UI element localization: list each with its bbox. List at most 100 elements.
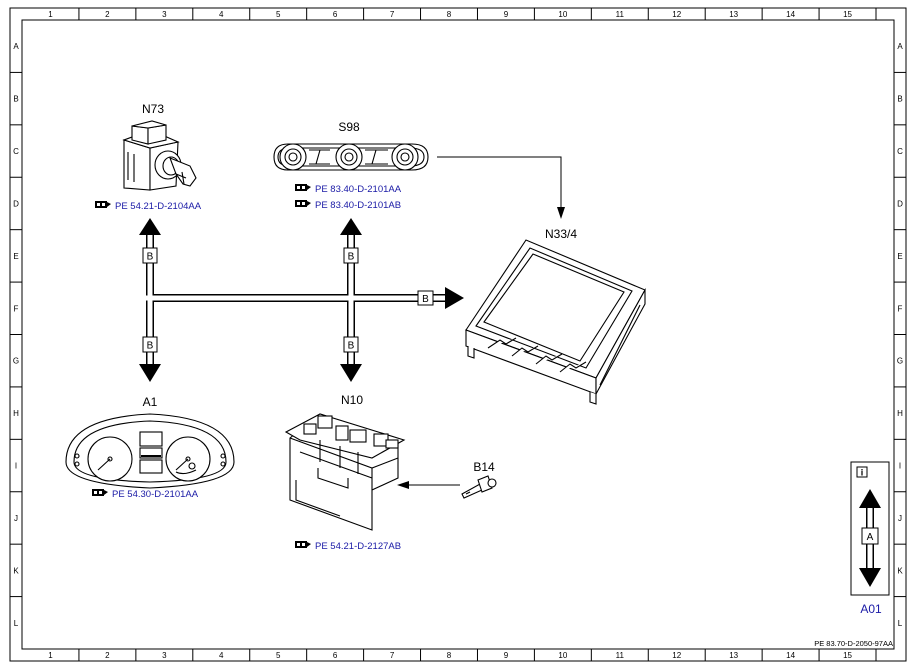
- ruler-col-top: 9: [504, 10, 509, 19]
- ruler-row-right: K: [897, 566, 903, 575]
- ruler-row-right: J: [898, 514, 902, 523]
- ruler-col-top: 5: [276, 10, 281, 19]
- ref-text-n10: PE 54.21-D-2127AB: [315, 541, 401, 552]
- ruler-col-top: 1: [48, 10, 53, 19]
- ruler-row-left: G: [13, 357, 19, 366]
- book-ref-icon: [295, 184, 311, 191]
- ruler-col-top: 11: [616, 10, 625, 19]
- s98-switch-panel-icon: [273, 143, 429, 171]
- ruler-col-top: 10: [558, 10, 567, 19]
- legend-arrow-down: [859, 568, 881, 587]
- ruler-col-bottom: 1: [48, 651, 53, 660]
- component-label-n73: N73: [142, 102, 164, 116]
- ref-text-n73: PE 54.21-D-2104AA: [115, 201, 202, 212]
- ref-link-s98-2[interactable]: PE 83.40-D-2101AB: [295, 200, 401, 211]
- legend-arrow-up: [859, 489, 881, 508]
- ref-text-s98-1: PE 83.40-D-2101AA: [315, 184, 402, 195]
- ruler-col-top: 6: [333, 10, 338, 19]
- ruler-col-top: 3: [162, 10, 167, 19]
- bus-label-box: B: [343, 247, 359, 264]
- bus-label-box: B: [142, 336, 158, 353]
- bus-label-text: B: [348, 252, 355, 263]
- bus-label-box: B: [142, 247, 158, 264]
- book-ref-icon: [95, 201, 111, 208]
- ruler-row-left: F: [14, 304, 19, 313]
- ruler-col-bottom: 13: [729, 651, 738, 660]
- ruler-col-bottom: 5: [276, 651, 281, 660]
- ruler-row-right: F: [898, 304, 903, 313]
- arrow-down-n10: [340, 364, 362, 382]
- ruler-row-left: A: [13, 42, 19, 51]
- arrow-up-n73: [139, 218, 161, 235]
- ruler-col-bottom: 10: [558, 651, 567, 660]
- arrow-right-n33: [445, 287, 464, 309]
- ruler-col-top: 8: [447, 10, 452, 19]
- ref-text-s98-2: PE 83.40-D-2101AB: [315, 200, 401, 211]
- ruler-col-top: 12: [672, 10, 681, 19]
- ruler-col-bottom: 9: [504, 651, 509, 660]
- ruler-row-left: B: [13, 95, 18, 104]
- document-id: PE 83.70-D-2050-97AA: [814, 639, 893, 648]
- ruler-row-right: E: [897, 252, 902, 261]
- ruler-row-left: L: [14, 619, 19, 628]
- ruler-row-right: D: [897, 199, 903, 208]
- ruler-col-bottom: 8: [447, 651, 452, 660]
- legend-bus-label: A: [867, 532, 874, 543]
- ruler-row-left: C: [13, 147, 19, 156]
- ref-link-n10[interactable]: PE 54.21-D-2127AB: [295, 541, 401, 552]
- ruler-col-bottom: 7: [390, 651, 395, 660]
- info-glyph: i: [861, 468, 864, 478]
- component-label-n33-4: N33/4: [545, 227, 577, 241]
- ruler-col-bottom: 11: [616, 651, 625, 660]
- info-icon[interactable]: i: [856, 466, 868, 478]
- ruler-col-bottom: 14: [786, 651, 795, 660]
- arrow-down-a1: [139, 364, 161, 382]
- component-label-s98: S98: [338, 120, 360, 134]
- bus-label-box: B: [343, 336, 359, 353]
- ruler-col-bottom: 2: [105, 651, 110, 660]
- ruler-row-left: E: [13, 252, 18, 261]
- ruler-col-top: 7: [390, 10, 395, 19]
- n10-fuse-relay-module-icon: [284, 413, 406, 531]
- b14-temperature-sensor-icon: [461, 475, 497, 499]
- ruler-col-bottom: 12: [672, 651, 681, 660]
- ruler-row-left: H: [13, 409, 19, 418]
- ruler-row-right: C: [897, 147, 903, 156]
- ruler-row-right: H: [897, 409, 903, 418]
- ruler-col-bottom: 3: [162, 651, 167, 660]
- ruler-row-right: B: [897, 95, 902, 104]
- n73-ignition-switch-icon: [122, 120, 197, 191]
- ruler-col-top: 4: [219, 10, 224, 19]
- ruler-row-right: G: [897, 357, 903, 366]
- bus-lines: [139, 218, 464, 382]
- ruler-col-bottom: 4: [219, 651, 224, 660]
- legend-box: i A: [850, 461, 890, 596]
- ruler-row-left: K: [13, 566, 19, 575]
- component-label-n10: N10: [341, 393, 363, 407]
- bus-label-text: B: [348, 341, 355, 352]
- legend-a01-link[interactable]: A01: [860, 602, 882, 616]
- book-ref-icon: [92, 489, 108, 496]
- component-label-b14: B14: [473, 460, 495, 474]
- ruler-row-right: L: [898, 619, 903, 628]
- n33-4-control-unit-icon: [465, 239, 646, 405]
- bus-label-text: B: [147, 341, 154, 352]
- ref-link-a1[interactable]: PE 54.30-D-2101AA: [92, 489, 199, 500]
- ruler-row-right: A: [897, 42, 903, 51]
- book-ref-icon: [295, 200, 311, 207]
- grid-ruler: 1122334455667788991010111112121313141415…: [10, 8, 906, 661]
- bus-label-text: B: [422, 294, 429, 305]
- ruler-col-top: 2: [105, 10, 110, 19]
- bus-label-text: B: [147, 252, 154, 263]
- ruler-col-top: 15: [843, 10, 852, 19]
- ruler-col-bottom: 6: [333, 651, 338, 660]
- ruler-col-bottom: 15: [843, 651, 852, 660]
- ruler-row-left: J: [14, 514, 18, 523]
- ruler-row-left: I: [15, 462, 17, 471]
- wire-b14-n10: [397, 481, 460, 489]
- ref-link-n73[interactable]: PE 54.21-D-2104AA: [95, 201, 202, 212]
- ref-link-s98-1[interactable]: PE 83.40-D-2101AA: [295, 184, 402, 195]
- component-label-a1: A1: [143, 395, 158, 409]
- a1-instrument-cluster-icon: [65, 413, 235, 489]
